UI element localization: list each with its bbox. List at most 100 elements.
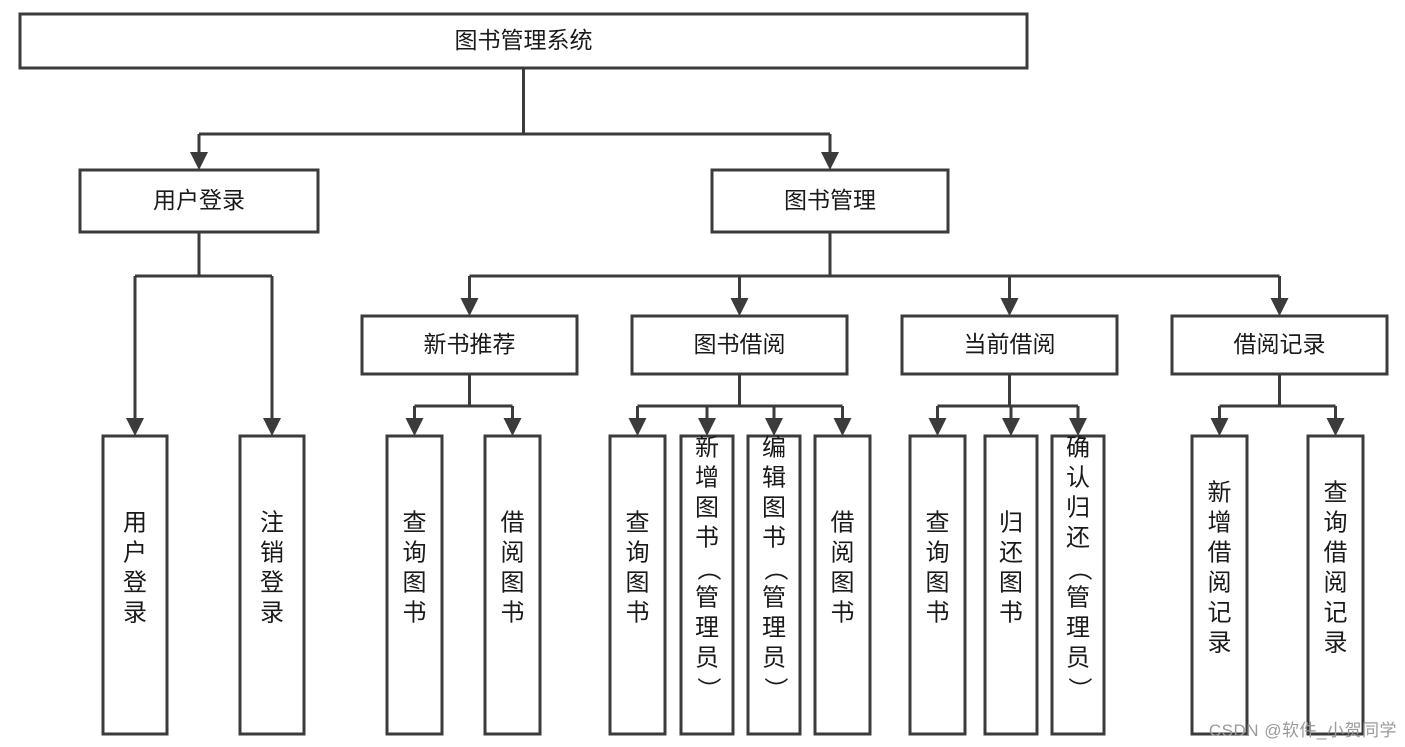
l3-1-1-branch-3-arrowhead bbox=[833, 418, 852, 436]
node-l3-1-0-label: 新书推荐 bbox=[424, 331, 516, 357]
svg-text:管: 管 bbox=[1066, 584, 1090, 611]
svg-text:归: 归 bbox=[999, 509, 1023, 536]
svg-text:记: 记 bbox=[1208, 599, 1232, 626]
svg-text:（: （ bbox=[1066, 557, 1093, 581]
svg-text:阅: 阅 bbox=[501, 539, 525, 566]
svg-text:确: 确 bbox=[1066, 434, 1090, 461]
watermark-label: CSDN @软件_小贺同学 bbox=[1208, 721, 1397, 740]
svg-text:阅: 阅 bbox=[1324, 569, 1348, 596]
node-l3-1-2-label: 当前借阅 bbox=[964, 331, 1056, 357]
node-l4-1-3-0-rect bbox=[1190, 434, 1249, 736]
l3-1-3-branch-1-arrowhead bbox=[1326, 418, 1345, 436]
l3-1-2-branch-1-arrowhead bbox=[1002, 418, 1020, 436]
root-branch-0-arrowhead bbox=[190, 152, 208, 170]
svg-text:查: 查 bbox=[403, 509, 427, 536]
svg-text:注: 注 bbox=[260, 509, 284, 536]
svg-text:管: 管 bbox=[695, 584, 719, 611]
l2-0-branch-0-arrowhead bbox=[126, 418, 144, 436]
node-l2-0[interactable]: 用户登录 bbox=[78, 168, 320, 234]
l3-1-3-branch-0-arrowhead bbox=[1210, 418, 1229, 436]
svg-text:询: 询 bbox=[926, 539, 950, 566]
l3-1-2-branch-2-arrowhead bbox=[1069, 418, 1087, 436]
l3-1-0-branch-1-arrowhead bbox=[503, 418, 522, 436]
svg-text:阅: 阅 bbox=[831, 539, 855, 566]
node-l3-1-2-rect bbox=[900, 314, 1119, 376]
node-l4-1-2-0-rect bbox=[908, 434, 967, 736]
svg-text:书: 书 bbox=[926, 599, 950, 626]
svg-text:）: ） bbox=[695, 677, 722, 701]
svg-text:查: 查 bbox=[626, 509, 650, 536]
node-l2-0-label: 用户登录 bbox=[153, 187, 245, 213]
svg-text:图: 图 bbox=[999, 569, 1023, 596]
svg-text:新: 新 bbox=[695, 434, 719, 461]
node-l3-0-0-label: 用户登录 bbox=[123, 509, 147, 626]
svg-text:增: 增 bbox=[695, 464, 719, 491]
svg-text:登: 登 bbox=[123, 569, 147, 596]
svg-text:理: 理 bbox=[762, 614, 786, 641]
svg-text:录: 录 bbox=[1208, 629, 1232, 656]
svg-text:图: 图 bbox=[626, 569, 650, 596]
svg-text:户: 户 bbox=[123, 539, 147, 566]
svg-text:记: 记 bbox=[1324, 599, 1348, 626]
svg-text:（: （ bbox=[762, 557, 789, 581]
svg-text:图: 图 bbox=[501, 569, 525, 596]
svg-text:（: （ bbox=[695, 557, 722, 581]
svg-text:借: 借 bbox=[1324, 539, 1348, 566]
svg-text:借: 借 bbox=[831, 509, 855, 536]
node-l3-0-0-rect bbox=[101, 434, 169, 736]
svg-text:登: 登 bbox=[260, 569, 284, 596]
node-l3-1-0[interactable]: 新书推荐 bbox=[360, 314, 579, 376]
svg-text:书: 书 bbox=[626, 599, 650, 626]
node-l4-1-2-1-rect bbox=[983, 434, 1039, 736]
svg-text:图: 图 bbox=[695, 494, 719, 521]
node-l3-0-1-rect bbox=[238, 434, 306, 736]
svg-text:）: ） bbox=[1066, 677, 1093, 701]
svg-text:询: 询 bbox=[403, 539, 427, 566]
node-l3-1-1[interactable]: 图书借阅 bbox=[630, 314, 849, 376]
svg-text:图: 图 bbox=[403, 569, 427, 596]
node-l4-1-0-1-rect bbox=[483, 434, 542, 736]
l2-1-branch-2-arrowhead bbox=[1000, 298, 1019, 316]
svg-text:录: 录 bbox=[1324, 629, 1348, 656]
node-root[interactable]: 图书管理系统 bbox=[18, 12, 1029, 70]
svg-text:编: 编 bbox=[762, 434, 786, 461]
svg-text:归: 归 bbox=[1066, 494, 1090, 521]
l3-1-1-branch-0-arrowhead bbox=[628, 418, 647, 436]
svg-text:查: 查 bbox=[926, 509, 950, 536]
node-l2-1-label: 图书管理 bbox=[784, 187, 876, 213]
node-l3-0-0[interactable]: 用户登录 bbox=[101, 434, 169, 736]
node-l4-1-0-0-rect bbox=[385, 434, 444, 736]
l3-1-1-branch-1-arrowhead bbox=[698, 418, 716, 436]
node-l3-1-3-label: 借阅记录 bbox=[1234, 331, 1326, 357]
node-l3-1-3[interactable]: 借阅记录 bbox=[1170, 314, 1389, 376]
node-l2-0-rect bbox=[78, 168, 320, 234]
node-l4-1-1-0-rect bbox=[608, 434, 667, 736]
svg-text:销: 销 bbox=[260, 539, 284, 566]
svg-text:新: 新 bbox=[1208, 479, 1232, 506]
svg-text:借: 借 bbox=[501, 509, 525, 536]
node-l4-1-2-2-rect bbox=[1050, 434, 1106, 736]
node-l2-1[interactable]: 图书管理 bbox=[710, 168, 950, 234]
node-l3-1-2[interactable]: 当前借阅 bbox=[900, 314, 1119, 376]
